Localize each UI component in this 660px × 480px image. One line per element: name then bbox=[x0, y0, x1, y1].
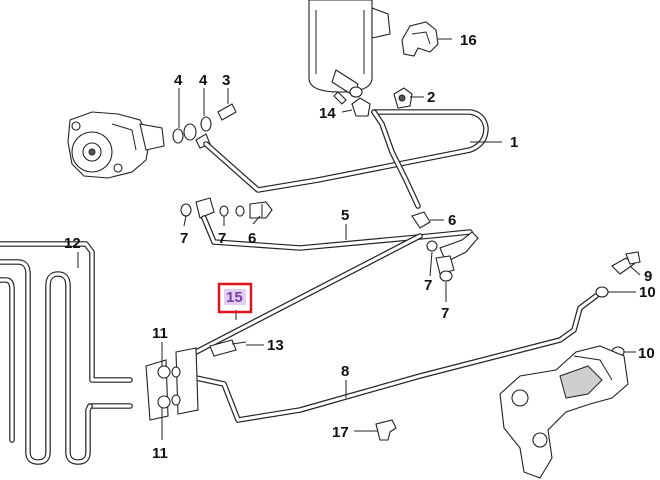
callout-11a[interactable]: 11 bbox=[152, 325, 168, 342]
leader-lines bbox=[77, 38, 641, 440]
cooler-bracket bbox=[145, 339, 247, 421]
callout-12[interactable]: 12 bbox=[64, 235, 81, 252]
callout-6a[interactable]: 6 bbox=[448, 212, 456, 229]
hose-clamp-2 bbox=[393, 87, 413, 109]
callout-13[interactable]: 13 bbox=[267, 337, 284, 354]
line-8 bbox=[193, 293, 599, 423]
callout-7c[interactable]: 7 bbox=[424, 277, 432, 294]
callout-8[interactable]: 8 bbox=[341, 363, 349, 380]
fittings-right bbox=[411, 211, 479, 282]
callout-15[interactable]: 15 bbox=[226, 289, 243, 306]
callout-10a[interactable]: 10 bbox=[639, 284, 656, 301]
highlight-fill-15 bbox=[224, 289, 246, 305]
callout-6b[interactable]: 6 bbox=[248, 230, 256, 247]
callout-9[interactable]: 9 bbox=[644, 268, 652, 285]
callout-4b[interactable]: 4 bbox=[199, 72, 208, 89]
callout-14[interactable]: 14 bbox=[319, 105, 336, 122]
line-5 bbox=[201, 215, 473, 251]
power-steering-pump bbox=[67, 111, 165, 179]
steering-gear bbox=[499, 345, 629, 479]
callout-16[interactable]: 16 bbox=[460, 32, 477, 49]
callout-10b[interactable]: 10 bbox=[638, 345, 655, 362]
callout-1[interactable]: 1 bbox=[510, 134, 518, 151]
callout-17[interactable]: 17 bbox=[332, 424, 349, 441]
callout-5[interactable]: 5 bbox=[341, 207, 349, 224]
reservoir-tank bbox=[308, 0, 391, 105]
callout-7a[interactable]: 7 bbox=[180, 230, 188, 247]
oil-cooler-12 bbox=[0, 241, 133, 465]
highlight-box-15 bbox=[217, 282, 253, 314]
callout-7d[interactable]: 7 bbox=[441, 305, 449, 322]
clip-17 bbox=[375, 419, 397, 441]
washer-10-upper bbox=[595, 286, 609, 298]
hose-clip-16 bbox=[401, 21, 439, 57]
hose-1-return bbox=[203, 109, 489, 209]
callout-7b[interactable]: 7 bbox=[218, 230, 226, 247]
bolt-9 bbox=[611, 251, 641, 275]
hose-clamp-14 bbox=[351, 97, 371, 117]
callout-11b[interactable]: 11 bbox=[152, 445, 168, 462]
line-15 bbox=[193, 233, 423, 355]
callout-4a[interactable]: 4 bbox=[174, 72, 183, 89]
banjo-fitting-lower bbox=[180, 197, 273, 219]
callout-2[interactable]: 2 bbox=[427, 89, 435, 106]
callout-3[interactable]: 3 bbox=[222, 72, 230, 89]
